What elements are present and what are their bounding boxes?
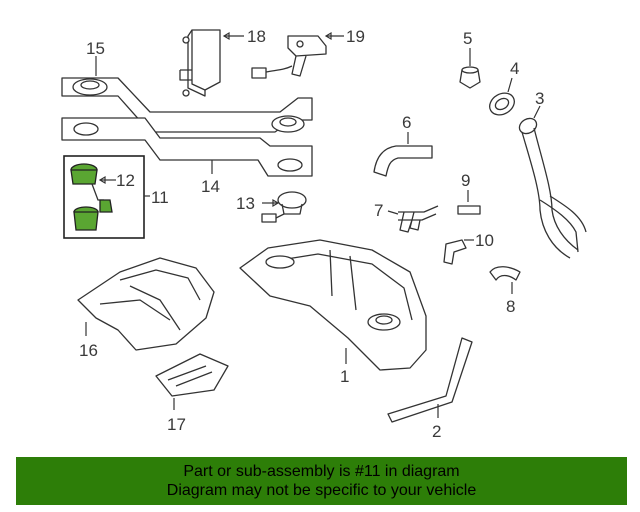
part-6-hose[interactable]	[373, 145, 433, 177]
callout-3: 3	[535, 89, 544, 108]
callout-11: 11	[151, 188, 169, 207]
callout-15: 15	[86, 39, 105, 58]
part-4-filler-grommet[interactable]	[486, 89, 519, 119]
callout-9: 9	[461, 171, 470, 190]
part-14-fuel-tank-strap-lower[interactable]	[61, 117, 313, 177]
callout-10: 10	[475, 231, 494, 250]
callout-2: 2	[432, 422, 441, 441]
callout-14: 14	[201, 177, 220, 196]
part-15-fuel-tank-strap-upper[interactable]	[61, 77, 313, 133]
part-1-fuel-tank[interactable]	[239, 239, 427, 371]
callout-1: 1	[340, 367, 349, 386]
part-16-heat-shield[interactable]	[77, 257, 215, 351]
banner-line-1: Part or sub-assembly is #11 in diagram	[183, 463, 460, 480]
callout-16: 16	[79, 341, 98, 360]
callout-5: 5	[463, 29, 472, 48]
callout-6: 6	[402, 113, 411, 132]
part-9-clip[interactable]	[457, 205, 481, 215]
part-12-fuel-pump-module[interactable]	[70, 163, 113, 213]
part-19-sensor[interactable]	[251, 35, 327, 79]
part-7-bracket[interactable]	[398, 205, 439, 233]
callout-13: 13	[236, 194, 255, 213]
part-18-canister-bracket[interactable]	[179, 29, 221, 97]
part-17-skid-plate[interactable]	[155, 353, 229, 397]
callout-19: 19	[346, 27, 365, 46]
part-11-fuel-pump-assembly[interactable]	[63, 155, 145, 239]
callout-4: 4	[510, 59, 519, 78]
part-13-fuel-sender[interactable]	[261, 191, 307, 223]
callout-18: 18	[247, 27, 266, 46]
part-5-fuel-cap-bolt[interactable]	[459, 66, 481, 89]
part-10-hose-elbow[interactable]	[443, 239, 467, 265]
part-8-hose-bend[interactable]	[489, 266, 521, 281]
parts-diagram: 15 14 18 19 5 4	[61, 27, 587, 441]
callout-17: 17	[167, 415, 186, 434]
diagram-note-banner: Part or sub-assembly is #11 in diagram D…	[16, 457, 627, 505]
callout-7: 7	[374, 201, 383, 220]
callout-12: 12	[116, 171, 135, 190]
banner-line-2: Diagram may not be specific to your vehi…	[166, 482, 477, 499]
callout-8: 8	[506, 297, 515, 316]
part-2-tank-strap[interactable]	[387, 337, 473, 423]
part-3-filler-neck[interactable]	[517, 115, 587, 259]
